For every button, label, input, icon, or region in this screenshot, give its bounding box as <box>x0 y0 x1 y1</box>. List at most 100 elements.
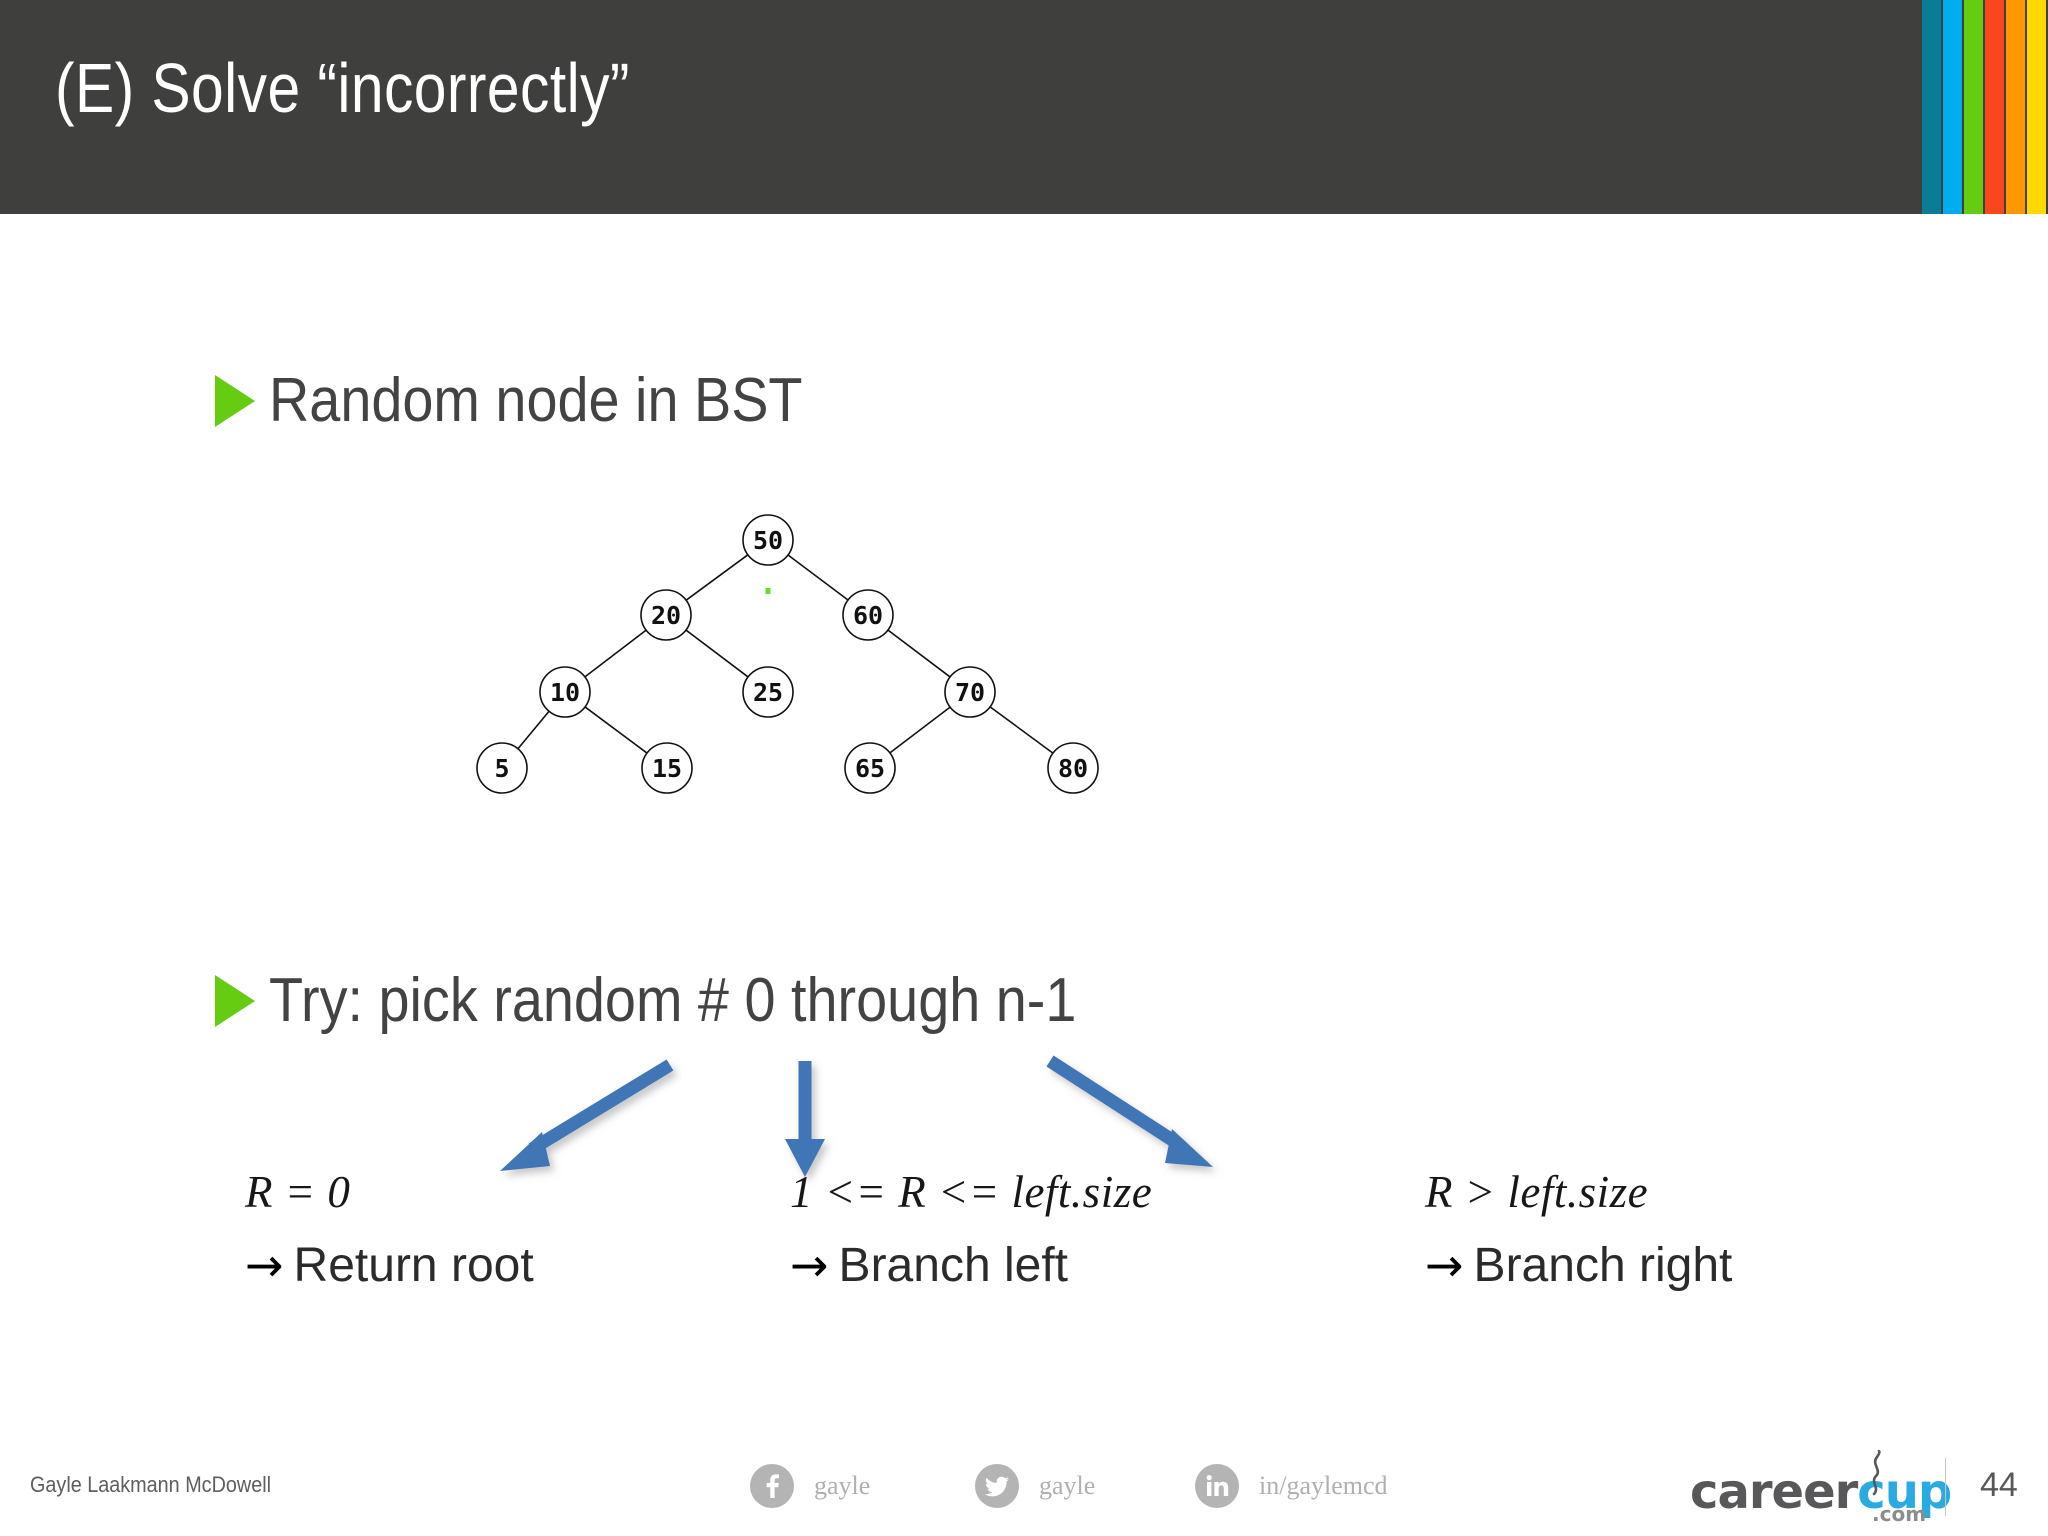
footer-author: Gayle Laakmann McDowell <box>30 1472 272 1497</box>
condition-column-branch-right: R > left.size →Branch right <box>1425 1167 1733 1293</box>
tree-node-circle <box>944 666 996 718</box>
arrows-svg <box>500 1055 1213 1177</box>
facebook-icon <box>750 1464 794 1508</box>
tree-node-15: 15 <box>641 742 693 794</box>
tree-node-value: 70 <box>955 678 985 707</box>
tree-node-20: 20 <box>640 589 692 641</box>
tree-node-circle <box>842 589 894 641</box>
slide-footer: Gayle Laakmann McDowell gayle gayle <box>0 1438 2048 1536</box>
branch-arrows-group <box>480 1055 1540 1195</box>
condition-action: →Branch left <box>790 1237 1152 1293</box>
tree-node-70: 70 <box>944 666 996 718</box>
tree-node-value: 15 <box>652 754 682 783</box>
condition-expression: R > left.size <box>1425 1167 1649 1217</box>
bullet-item-random-node: Random node in BST <box>215 365 862 436</box>
twitter-icon <box>975 1464 1019 1508</box>
triangle-bullet-icon <box>215 974 255 1027</box>
tree-node-10: 10 <box>539 666 591 718</box>
page-number: 44 <box>1980 1466 2018 1504</box>
social-handle: gayle <box>814 1471 871 1500</box>
green-marker-dot <box>765 588 771 594</box>
accent-stripe-6 <box>2027 0 2046 214</box>
page-title: (E) Solve “incorrectly” <box>55 49 630 127</box>
tree-node-value: 65 <box>855 754 885 783</box>
tree-node-circle <box>844 742 896 794</box>
tree-node-60: 60 <box>842 589 894 641</box>
social-link-linkedin[interactable]: in/gaylemcd <box>1195 1464 1388 1508</box>
stripe-gap <box>2025 0 2027 214</box>
bullet-item-try-random: Try: pick random # 0 through n-1 <box>215 965 1166 1036</box>
condition-action-label: Branch right <box>1473 1238 1733 1292</box>
footer-divider <box>1945 1458 1946 1516</box>
social-link-facebook[interactable]: gayle <box>750 1464 870 1508</box>
tree-node-circle <box>640 589 692 641</box>
tree-node-value: 60 <box>853 601 883 630</box>
stripe-gap <box>2004 0 2006 214</box>
bullet-label: Random node in BST <box>269 366 803 435</box>
logo-text-cup: cup <box>1857 1464 1952 1520</box>
tree-node-circle <box>641 742 693 794</box>
condition-action: →Return root <box>245 1237 534 1293</box>
stripe-gap <box>1941 0 1943 214</box>
logo-text-career: career <box>1690 1464 1858 1520</box>
slide-header: (E) Solve “incorrectly” <box>0 0 2048 214</box>
right-arrow-icon: → <box>245 1237 284 1292</box>
accent-stripe-5 <box>2006 0 2025 214</box>
tree-node-circle <box>742 514 794 566</box>
stripe-gap <box>1962 0 1964 214</box>
social-handle: in/gaylemcd <box>1259 1471 1388 1500</box>
linkedin-icon <box>1195 1464 1239 1508</box>
accent-stripe-2 <box>1943 0 1962 214</box>
tree-node-65: 65 <box>844 742 896 794</box>
tree-node-value: 10 <box>550 678 580 707</box>
tree-node-circle <box>1047 742 1099 794</box>
tree-edge <box>787 554 849 601</box>
tree-node-80: 80 <box>1047 742 1099 794</box>
arrow-right-icon <box>1046 1055 1213 1167</box>
condition-expression: R = 0 <box>245 1167 351 1217</box>
tree-node-5: 5 <box>476 742 528 794</box>
tree-node-value: 50 <box>753 526 783 555</box>
tree-edge <box>887 629 951 678</box>
accent-stripe-3 <box>1964 0 1983 214</box>
tree-edge <box>584 629 647 678</box>
condition-action: →Branch right <box>1425 1237 1733 1293</box>
social-link-twitter[interactable]: gayle <box>975 1464 1095 1508</box>
tree-node-value: 20 <box>651 601 681 630</box>
condition-action-label: Return root <box>293 1238 534 1292</box>
condition-action-label: Branch left <box>838 1238 1068 1292</box>
right-arrow-icon: → <box>790 1237 829 1292</box>
tree-node-value: 25 <box>753 678 783 707</box>
binary-search-tree-diagram: 50 20 60 10 25 70 5 15 65 80 <box>460 510 1200 810</box>
condition-column-branch-left: 1 <= R <= left.size →Branch left <box>790 1167 1153 1293</box>
triangle-bullet-icon <box>215 374 255 427</box>
condition-expression: 1 <= R <= left.size <box>790 1167 1153 1217</box>
arrow-left-icon <box>500 1059 674 1171</box>
tree-node-circle <box>742 666 794 718</box>
tree-svg: 50 20 60 10 25 70 5 15 65 80 <box>476 514 1099 794</box>
right-arrow-icon: → <box>1425 1237 1464 1292</box>
condition-column-return-root: R = 0 →Return root <box>245 1167 534 1293</box>
tree-node-25: 25 <box>742 666 794 718</box>
tree-edge <box>584 706 648 754</box>
tree-edge <box>989 706 1054 754</box>
tree-node-50: 50 <box>742 514 794 566</box>
bullet-label: Try: pick random # 0 through n-1 <box>269 966 1077 1035</box>
tree-node-value: 80 <box>1058 754 1088 783</box>
tree-edge <box>889 706 951 754</box>
accent-stripe-1 <box>1922 0 1941 214</box>
stripe-gap <box>1983 0 1985 214</box>
tree-edge <box>685 554 749 601</box>
tree-node-circle <box>476 742 528 794</box>
arrow-middle-icon <box>785 1061 825 1177</box>
tree-node-circle <box>539 666 591 718</box>
social-handle: gayle <box>1039 1471 1096 1500</box>
accent-stripes <box>1922 0 2048 214</box>
logo-text-dotcom: .com <box>1872 1502 1927 1526</box>
steam-squiggle-icon <box>1860 1449 1890 1501</box>
tree-edge <box>517 710 550 750</box>
tree-node-value: 5 <box>494 754 509 783</box>
accent-stripe-4 <box>1985 0 2004 214</box>
